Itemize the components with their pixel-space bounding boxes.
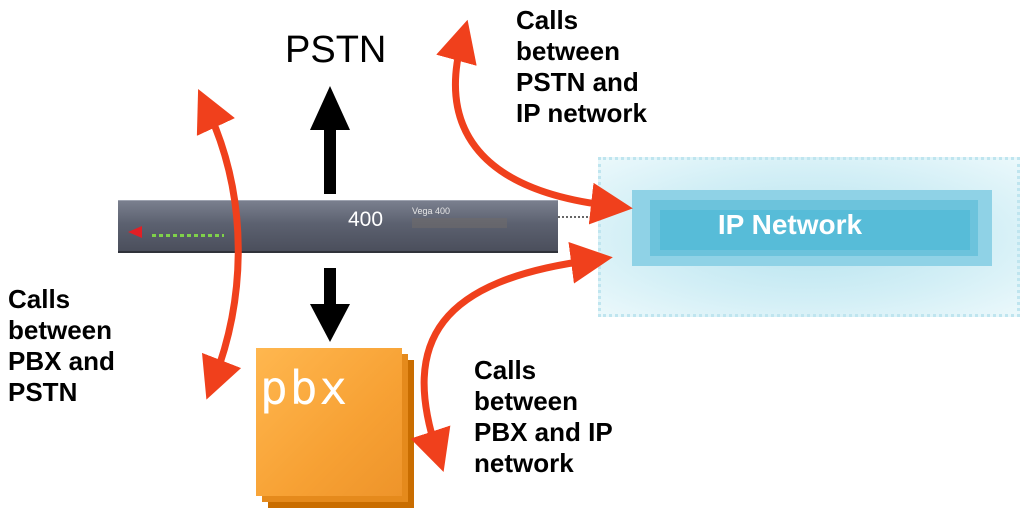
label-line: PBX and IP (474, 417, 613, 447)
device-logo-icon (128, 226, 142, 238)
pstn-label: PSTN (285, 29, 387, 71)
label-line: PSTN (8, 377, 78, 407)
device-name-label: Vega 400 (412, 206, 451, 216)
device-model-label: 400 (348, 208, 384, 231)
ip-network-label: IP Network (717, 209, 863, 240)
pbx-label: pbx (260, 361, 350, 415)
label-calls-pstn-ip: Calls between PSTN and IP network (516, 5, 647, 129)
pbx-box (256, 348, 402, 496)
label-line: PBX and (8, 346, 115, 376)
label-line: PSTN and (516, 67, 639, 97)
label-line: Calls (516, 5, 579, 35)
arrow-pstn-ip (436, 19, 633, 225)
label-line: between (474, 386, 579, 416)
label-calls-pbx-ip: Calls between PBX and IP network (474, 355, 613, 479)
arrow-pbx-ip (410, 241, 613, 472)
arrow-device-to-pbx (310, 268, 350, 342)
label-line: network (474, 448, 574, 478)
arrow-pbx-pstn (196, 88, 242, 400)
label-line: between (8, 315, 113, 345)
label-line: IP network (516, 98, 648, 128)
label-line: Calls (8, 284, 71, 314)
label-line: Calls (474, 355, 537, 385)
label-line: between (516, 36, 621, 66)
arrow-device-to-pstn (310, 86, 350, 194)
device-status-leds (152, 234, 224, 237)
label-calls-pbx-pstn: Calls between PBX and PSTN (8, 284, 115, 408)
ip-network-layer (660, 210, 970, 250)
